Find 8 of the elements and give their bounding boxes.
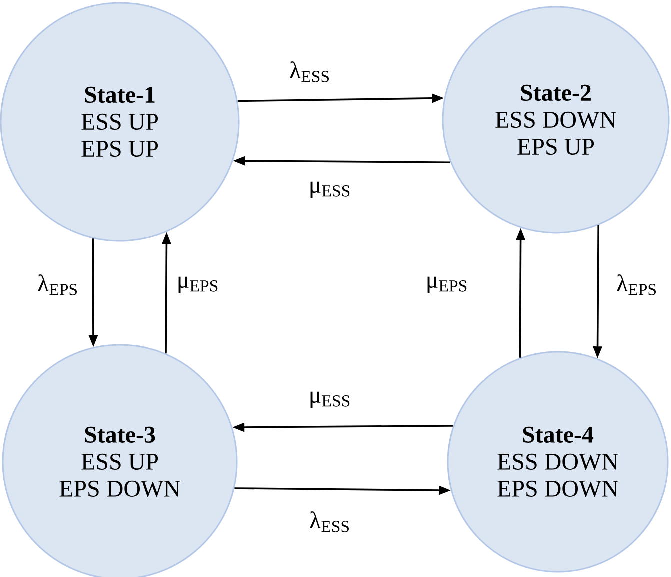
edge-label: μ$_{ESS}$: [308, 390, 352, 410]
edge-label: λ$_{ESS}$: [308, 510, 352, 534]
edge-label: λ$_{EPS}$: [36, 274, 80, 296]
edge-label: μ$_{EPS}$: [176, 276, 220, 294]
edge-label: μ$_{EPS}$: [424, 276, 470, 294]
edge-label: μ$_{ESS}$: [308, 180, 352, 200]
edge-label: λ$_{ESS}$: [288, 60, 332, 84]
edge-label: λ$_{EPS}$: [615, 274, 659, 296]
